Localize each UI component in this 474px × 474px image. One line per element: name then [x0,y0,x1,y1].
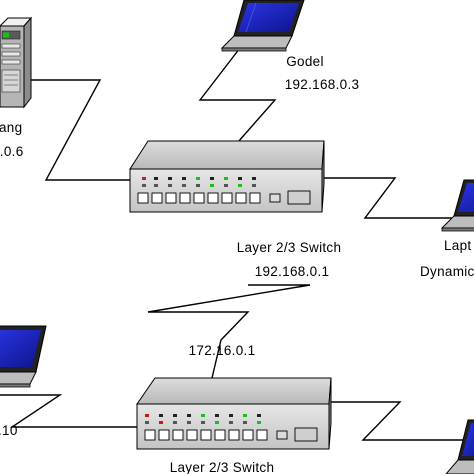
label-link-ip: 172.16.0.1 [189,343,256,358]
label-switch-lower-name: Layer 2/3 Switch [170,460,275,474]
switch-icon[interactable] [129,140,325,213]
switch-ports [137,190,311,205]
switch-leds [142,177,256,187]
label-laptop-right-name: Lapt [444,238,471,253]
cable-switch-lower-to-laptop-right [331,401,474,441]
label-godel-name: Godel [286,54,324,69]
laptop-icon[interactable] [220,0,305,52]
cable-switch-to-laptop-right [322,177,452,219]
label-server-name: ang [0,120,22,135]
label-server-ip: 8.0.6 [0,144,24,159]
switch-ports [144,427,318,442]
laptop-icon[interactable] [0,325,47,388]
cables [0,47,474,441]
label-switch-upper-ip: 192.168.0.1 [255,264,330,279]
cable-godel-to-switch [198,47,277,143]
switch-leds [145,414,261,424]
label-laptop-lower-left-ip: .10 [0,423,18,438]
label-switch-upper-name: Layer 2/3 Switch [237,240,342,255]
cable-switch-to-switch [147,284,311,379]
cable-laptop-lower-left-to-switch [0,394,140,428]
labels: Godel 192.168.0.3 ang 8.0.6 Layer 2/3 Sw… [0,54,474,474]
label-godel-ip: 192.168.0.3 [285,77,360,92]
cable-server-to-switch [22,79,133,181]
label-laptop-right-ip: Dynamic [420,264,474,279]
switch-icon[interactable] [136,377,332,450]
laptop-icon[interactable] [440,179,474,232]
server-icon[interactable] [0,16,33,109]
laptop-icon[interactable] [445,419,474,474]
